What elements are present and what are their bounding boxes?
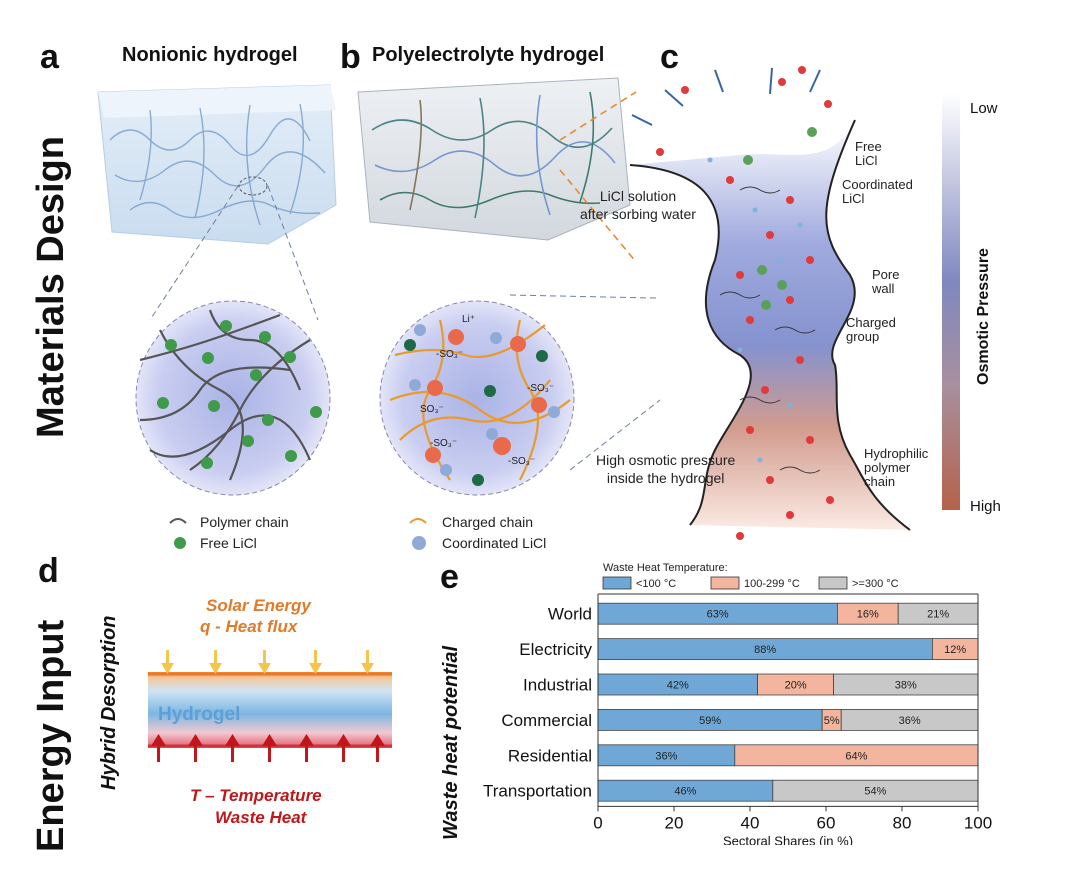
panel-letter-d: d [38, 552, 59, 590]
category-label: Electricity [519, 640, 592, 659]
data-label: 36% [655, 750, 677, 762]
heat-flux-label: q - Heat flux [200, 617, 298, 636]
data-label: 12% [944, 644, 966, 656]
panel-letter-e: e [440, 558, 459, 596]
ion-label: -SO₃⁻ [430, 438, 457, 449]
hydrogel-layer-label: Hydrogel [158, 704, 241, 725]
legend-coordinated-licl: Coordinated LiCl [442, 535, 547, 551]
scale-low-label: Low [970, 100, 998, 117]
label-high-osmotic: High osmotic pressure inside the hydroge… [596, 452, 736, 486]
x-tick-label: 20 [665, 813, 684, 832]
category-label: Commercial [501, 711, 592, 730]
scale-title: Osmotic Pressure [975, 248, 992, 385]
ion-label: Li⁺ [462, 314, 475, 325]
legend-charged-chain: Charged chain [442, 514, 534, 530]
solar-energy-label: Solar Energy [206, 596, 311, 615]
scale-high-label: High [970, 498, 1001, 515]
waste-heat-chart: Waste Heat Temperature: <100 °C 100-299 °C… [483, 562, 992, 845]
category-label: Industrial [523, 676, 592, 695]
label-free-licl: Free LiCl [855, 139, 882, 168]
section-label-energy-input: Energy Input [30, 619, 72, 852]
x-tick-label: 40 [741, 813, 760, 832]
category-label: Transportation [483, 782, 592, 801]
ion-label: -SO₃⁻ [508, 456, 535, 467]
ion-labels: Li⁺ -SO₃⁻ -SO₃⁻ SO₃⁻ -SO₃⁻ -SO₃⁻ [420, 314, 554, 467]
data-label: 36% [899, 715, 921, 727]
legend-swatch [818, 576, 848, 590]
data-label: 21% [927, 609, 949, 621]
label-charged-group: Charged group [846, 315, 896, 344]
panel-title-b: Polyelectrolyte hydrogel [372, 44, 605, 66]
x-tick-label: 60 [817, 813, 836, 832]
label-licl-solution: LiCl solution after sorbing water [580, 188, 696, 222]
legend-label: <100 °C [636, 578, 676, 590]
osmotic-pressure-colorbar [942, 93, 960, 510]
data-label: 16% [857, 609, 879, 621]
data-label: 46% [674, 786, 696, 798]
label-coordinated-licl: Coordinated LiCl [842, 177, 913, 206]
ion-label: SO₃⁻ [420, 404, 444, 415]
ion-label: -SO₃⁻ [527, 383, 554, 394]
panel-letter-a: a [40, 38, 59, 76]
legend-swatch [710, 576, 740, 590]
label-pore-wall: Pore wall [872, 267, 900, 296]
waste-heat-label: Waste Heat [215, 808, 307, 827]
legend-free-licl: Free LiCl [200, 535, 257, 551]
ion-label: -SO₃⁻ [436, 349, 463, 360]
hydrogel-layer-diagram [148, 650, 392, 762]
x-tick-label: 80 [893, 813, 912, 832]
label-hydrophilic-chain: Hydrophilic polymer chain [864, 446, 929, 489]
data-label: 54% [864, 786, 886, 798]
legend-label: 100-299 °C [744, 578, 800, 590]
category-label: Residential [508, 746, 592, 765]
x-tick-label: 0 [593, 813, 602, 832]
category-label: World [548, 605, 592, 624]
panel-letter-b: b [340, 38, 361, 76]
data-label: 5% [824, 715, 840, 727]
data-label: 20% [785, 680, 807, 692]
x-tick-label: 100 [964, 813, 992, 832]
data-label: 88% [754, 644, 776, 656]
legend-title: Waste Heat Temperature: [603, 562, 728, 574]
legend-swatch [602, 576, 632, 590]
nonionic-hydrogel-block [97, 84, 337, 245]
data-label: 64% [845, 750, 867, 762]
x-axis-label: Sectoral Shares (in %) [723, 833, 853, 845]
nonionic-hydrogel-zoom [135, 300, 331, 496]
panel-title-a: Nonionic hydrogel [122, 44, 298, 66]
panel-letter-c: c [660, 38, 679, 76]
legend-label: >=300 °C [852, 578, 899, 590]
temperature-label: T – Temperature [190, 786, 322, 805]
legend-polymer-chain: Polymer chain [200, 514, 289, 530]
pore-diagram [629, 66, 911, 540]
data-label: 59% [699, 715, 721, 727]
data-label: 42% [667, 680, 689, 692]
polyelectrolyte-hydrogel-block [357, 77, 631, 241]
polyelectrolyte-hydrogel-zoom [379, 300, 575, 496]
data-label: 63% [707, 609, 729, 621]
hybrid-desorption-label: Hybrid Desorption [98, 615, 120, 790]
hydrogel-illustrations: Li⁺ -SO₃⁻ -SO₃⁻ SO₃⁻ -SO₃⁻ -SO₃⁻ [97, 77, 660, 550]
data-label: 38% [895, 680, 917, 692]
